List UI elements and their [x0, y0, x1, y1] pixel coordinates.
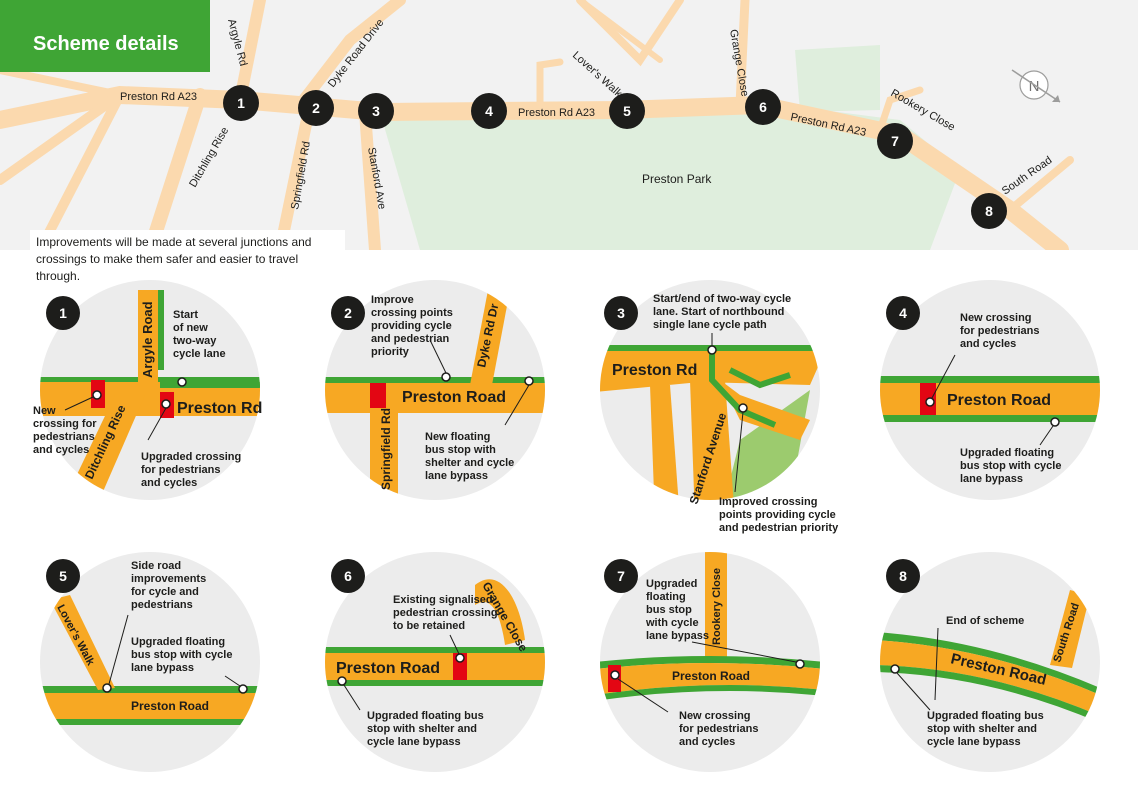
junction-panel-3: Preston Rd Stanford Avenue Start/end of … [600, 280, 839, 534]
junction-panel-2: Preston Road Dyke Rd Dr Springfield Rd I… [325, 280, 545, 500]
panel-badge-8: 8 [886, 559, 920, 593]
page-title: Scheme details [33, 33, 179, 55]
svg-text:1: 1 [237, 95, 245, 111]
map-label-preston-park: Preston Park [642, 172, 712, 186]
panel-badge-2: 2 [331, 296, 365, 330]
panel-number-badges: 1 2 3 4 5 6 7 8 [46, 296, 920, 593]
map-marker-8: 8 [971, 193, 1007, 229]
svg-text:2: 2 [312, 100, 320, 116]
map-marker-2: 2 [298, 90, 334, 126]
map-marker-3: 3 [358, 93, 394, 129]
road-label-rookery-close: Rookery Close [711, 568, 723, 645]
map-marker-5: 5 [609, 93, 645, 129]
panel-badge-7: 7 [604, 559, 638, 593]
map-label-preston-rd-1: Preston Rd A23 [120, 91, 197, 103]
map-marker-1: 1 [223, 85, 259, 121]
panel-badge-3: 3 [604, 296, 638, 330]
map-label-preston-rd-2: Preston Rd A23 [518, 107, 595, 119]
svg-text:4: 4 [899, 305, 907, 321]
road-label-grange-close: Grange Close [479, 580, 530, 655]
map-markers: 1 2 3 4 5 6 7 8 [223, 85, 1007, 229]
map-marker-4: 4 [471, 93, 507, 129]
road-label-preston-rd-3: Preston Rd [612, 362, 697, 379]
road-label-springfield-rd: Springfield Rd [379, 408, 393, 490]
svg-text:6: 6 [344, 568, 352, 584]
svg-text:7: 7 [617, 568, 625, 584]
svg-text:3: 3 [617, 305, 625, 321]
junction-panel-8: Preston Road South Road End of scheme Up… [880, 552, 1100, 772]
road-label-preston-road-4: Preston Road [947, 392, 1051, 409]
svg-text:4: 4 [485, 103, 493, 119]
intro-line-1: Improvements will be made at several jun… [36, 235, 312, 249]
svg-text:8: 8 [899, 568, 907, 584]
north-arrow-icon: N [1011, 69, 1061, 103]
park-area-small [795, 45, 880, 112]
svg-text:8: 8 [985, 203, 993, 219]
location-map: Scheme details Preston Rd A23 Preston Rd… [0, 0, 1138, 250]
panel-badge-5: 5 [46, 559, 80, 593]
road-label-south-road: South Road [1051, 602, 1081, 664]
svg-text:5: 5 [59, 568, 67, 584]
road-label-preston-road-2: Preston Road [402, 389, 506, 406]
road-label-preston-road-6: Preston Road [336, 660, 440, 677]
road-label-preston-rd-1: Preston Rd [177, 400, 262, 417]
svg-text:5: 5 [623, 103, 631, 119]
panel-badge-6: 6 [331, 559, 365, 593]
intro-line-2: crossings to make them safer and easier … [36, 252, 299, 283]
svg-text:3: 3 [372, 103, 380, 119]
svg-text:N: N [1029, 78, 1040, 95]
road-label-preston-road-7: Preston Road [672, 669, 750, 683]
map-marker-6: 6 [745, 89, 781, 125]
intro-text: Improvements will be made at several jun… [36, 234, 336, 285]
preston-park-area [380, 102, 960, 250]
panel-badge-4: 4 [886, 296, 920, 330]
junction-panel-1: Argyle Road Preston Rd Ditchling Rise St… [33, 280, 262, 500]
road-label-dyke-rd-dr: Dyke Rd Dr [474, 302, 501, 369]
svg-text:7: 7 [891, 133, 899, 149]
junction-panel-6: Preston Road Grange Close Existing signa… [325, 552, 545, 772]
svg-text:6: 6 [759, 99, 767, 115]
map-marker-7: 7 [877, 123, 913, 159]
road-label-stanford-avenue: Stanford Avenue [687, 411, 730, 506]
road-label-preston-road-5: Preston Road [131, 699, 209, 713]
road-label-argyle-road: Argyle Road [140, 301, 155, 378]
header-banner [0, 0, 210, 72]
panel-badge-1: 1 [46, 296, 80, 330]
callout-8-end: End of scheme [946, 615, 1024, 627]
svg-text:1: 1 [59, 305, 67, 321]
road-label-ditchling-rise: Ditchling Rise [82, 403, 129, 482]
road-label-preston-road-8: Preston Road [949, 650, 1048, 689]
svg-text:2: 2 [344, 305, 352, 321]
road-label-lovers-walk: Lover's Walk [54, 603, 96, 669]
